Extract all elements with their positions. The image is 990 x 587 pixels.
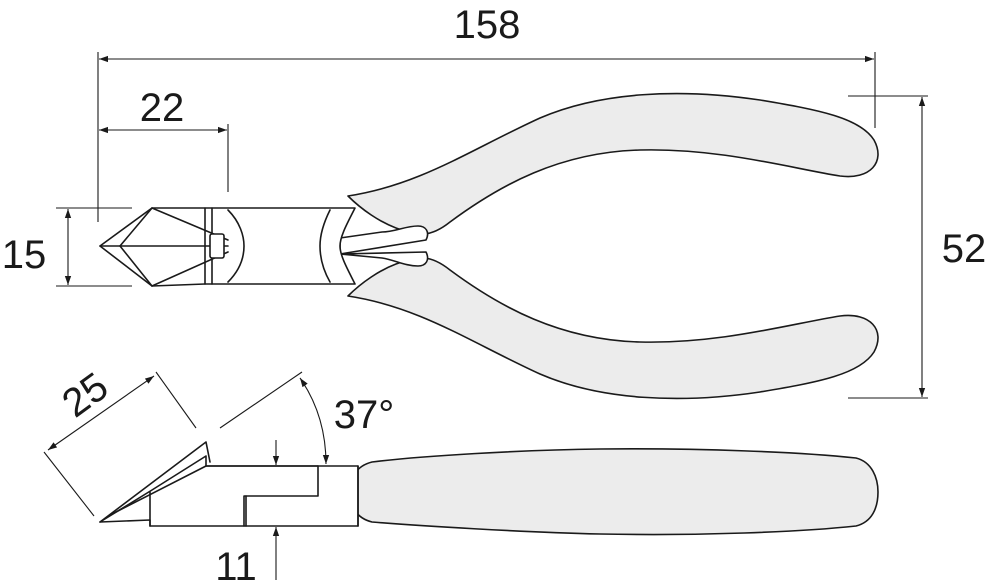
side-handle-grip xyxy=(349,448,879,536)
dim-15-label: 15 xyxy=(2,233,47,277)
side-view: 25 37° 11 xyxy=(43,364,879,587)
dim-37-label: 37° xyxy=(334,393,395,437)
lower-handle-grip xyxy=(347,257,879,400)
upper-handle-grip xyxy=(347,92,879,235)
dim-25-label: 25 xyxy=(54,364,116,426)
box-joint xyxy=(209,233,225,259)
top-view: 158 22 15 52 xyxy=(2,3,987,400)
pivot-spring xyxy=(339,225,429,255)
dim-37-arc xyxy=(299,377,330,465)
dim-158-label: 158 xyxy=(454,3,521,47)
dim-25-line xyxy=(47,375,155,451)
jaw-body xyxy=(99,207,356,287)
dim-52-label: 52 xyxy=(942,227,987,271)
dim-11-label: 11 xyxy=(215,545,257,587)
dim-22-label: 22 xyxy=(140,86,185,130)
